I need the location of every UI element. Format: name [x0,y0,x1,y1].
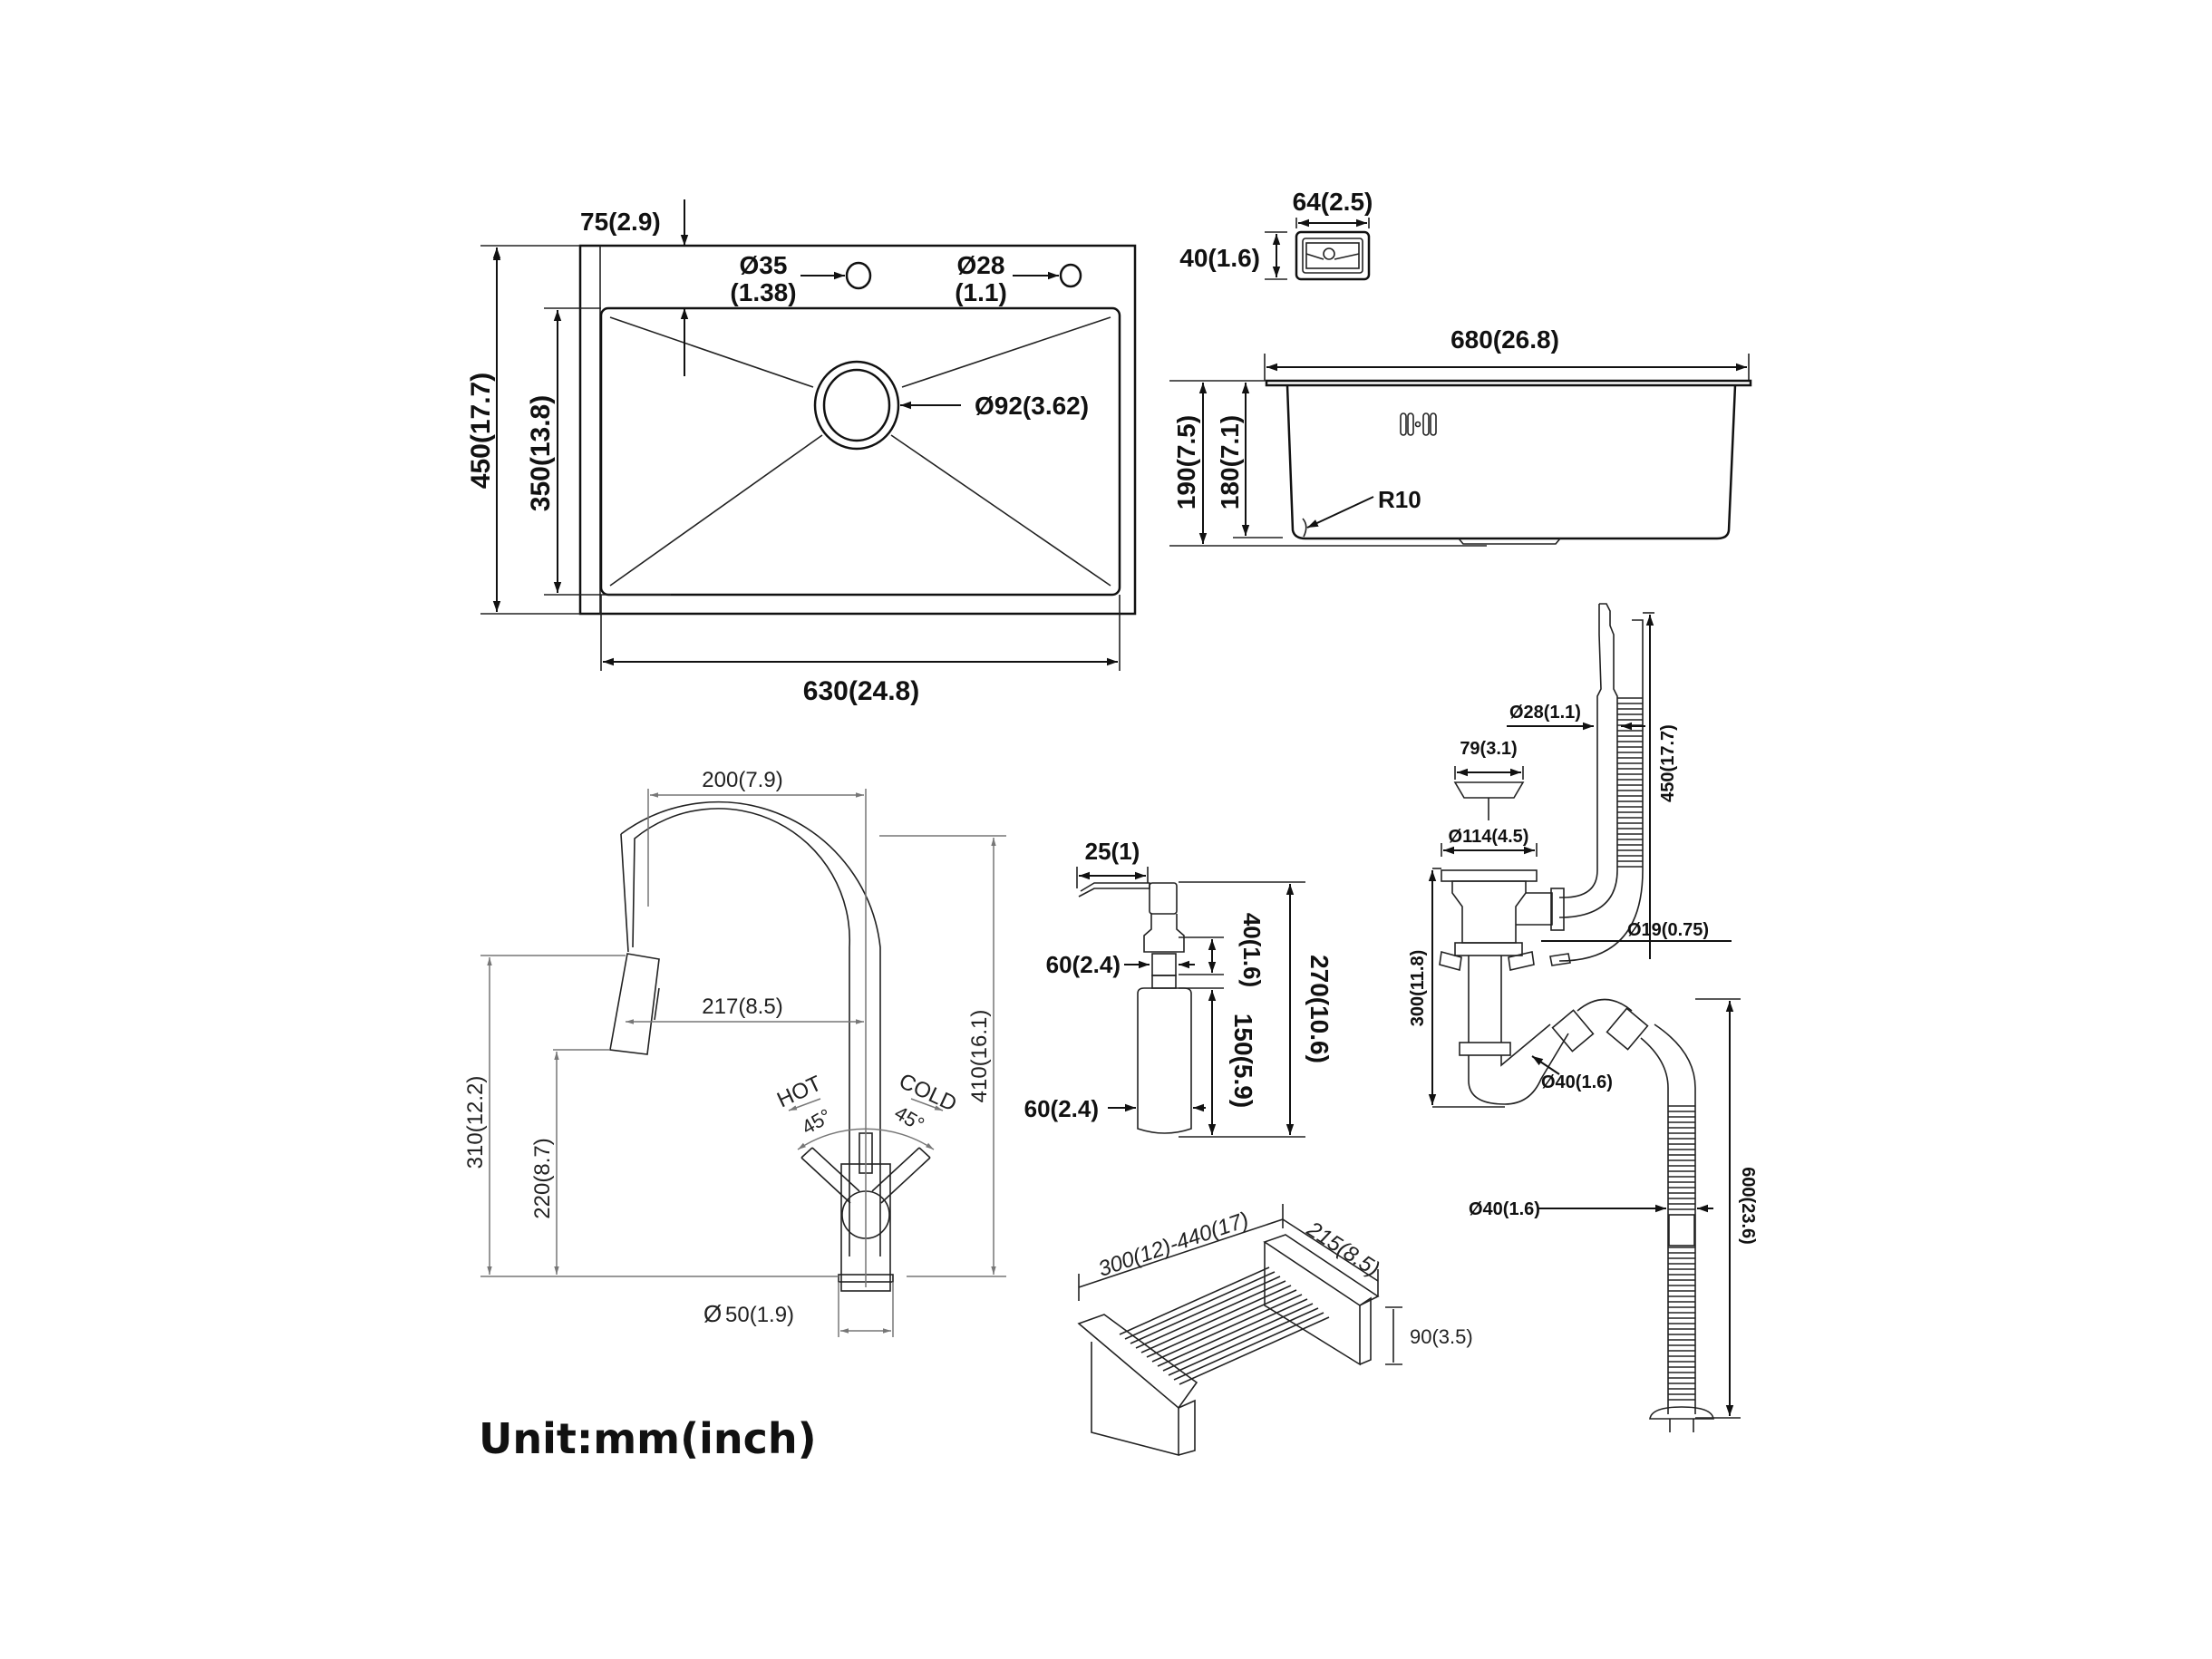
cold-angle-label: 45° [891,1101,928,1136]
basket-rail [1151,1294,1303,1363]
basket-width-label: 215(8.5) [1302,1217,1384,1282]
basket-rail [1135,1280,1286,1349]
faucet-height-label: 410(16.1) [967,1010,992,1103]
basket-rail [1157,1298,1308,1367]
basin-profile [1285,384,1737,540]
side-basin-height-label: 180(7.1) [1216,415,1244,509]
dispenser-height-label: 270(10.6) [1305,955,1334,1063]
drain-kit-drawing: Ø28(1.1) 450(17.7) 79(3.1) Ø114(4.5) Ø19… [1408,603,1758,1432]
faucet-hole-label: Ø35 [740,251,788,279]
dispenser-hole [1059,263,1082,288]
dispenser-hole-label: Ø28 [957,251,1005,279]
dispenser-thread-dia-label: 60(2.4) [1046,951,1121,978]
strainer-dia-label: 79(3.1) [1460,739,1517,759]
basket-height-label: 90(3.5) [1410,1325,1473,1348]
faucet-outlet-height-label: 220(8.7) [530,1138,555,1218]
sink-top-view: 75(2.9) Ø35 (1.38) Ø28 (1.1) Ø92(3.62) 4… [466,199,1137,706]
faucet-spout-height-label: 310(12.2) [463,1076,488,1169]
drain-hose-ribs [1668,1105,1695,1401]
basket-rail [1162,1303,1314,1372]
overflow-width-label: 64(2.5) [1293,188,1373,216]
faucet-reach-label: 200(7.9) [702,768,782,792]
dispenser-hole-label-in: (1.1) [955,278,1007,306]
basket-length-label: 300(12)-440(17) [1095,1208,1252,1282]
hole-offset-label: 75(2.9) [580,208,661,236]
drain-hose-length-label: 600(23.6) [1738,1167,1758,1245]
side-width-label: 680(26.8) [1450,325,1559,354]
dispenser-bottle-dia-label: 60(2.4) [1024,1095,1099,1122]
overflow-slots [1400,412,1437,436]
trap-pipe-dia-label: Ø40(1.6) [1541,1072,1613,1092]
basket-rail [1140,1285,1292,1353]
sink-side-view: 680(26.8) 190(7.5) 180(7.1) R10 [1169,325,1752,547]
faucet-drawing: 200(7.9) 217(8.5) 410(16.1) 310(12.2) 22… [463,768,1006,1337]
basin-width-label: 630(24.8) [803,676,919,706]
side-height-label: 190(7.5) [1172,415,1200,509]
basket-rail [1168,1307,1319,1376]
drying-basket-drawing: 300(12)-440(17) 215(8.5) 90(3.5) [1077,1204,1473,1457]
faucet-hole-label-in: (1.38) [730,278,796,306]
basket-rail [1173,1312,1324,1381]
overflow-hose-ribs [1617,697,1643,868]
overflow-hose-length-label: 450(17.7) [1658,724,1678,802]
faucet-base-dia-symbol: Ø [703,1300,722,1327]
basket-rail [1119,1266,1270,1335]
overflow-height-label: 40(1.6) [1179,244,1260,272]
overflow-cover: 64(2.5) 40(1.6) [1179,188,1373,281]
basket-rail [1130,1276,1281,1344]
drain-hose-dia-label: Ø40(1.6) [1469,1199,1540,1219]
faucet-spout-reach-label: 217(8.5) [702,994,782,1019]
dispenser-spout-label: 25(1) [1085,838,1140,865]
drain-outer-ring [813,360,900,451]
soap-dispenser-drawing: 25(1) 40(1.6) 60(2.4) 150(5.9) 270(10.6)… [1024,838,1334,1138]
dispenser-bottle-height-label: 150(5.9) [1229,1014,1257,1108]
faucet-hole [845,261,872,290]
basket-rail [1179,1316,1330,1385]
sink-outer-outline [578,244,1137,616]
unit-label: Unit:mm(inch) [479,1414,817,1463]
trap-height-label: 300(11.8) [1408,950,1428,1027]
faucet-base-dia-label: 50(1.9) [725,1303,794,1327]
drain-inner-ring [822,368,891,442]
basket-rail [1124,1271,1276,1340]
basket-rail [1146,1289,1297,1358]
dispenser-thread-length-label: 40(1.6) [1238,913,1266,987]
flange-dia-label: Ø114(4.5) [1449,827,1529,847]
corner-radius-label: R10 [1378,486,1421,513]
overall-depth-label: 450(17.7) [466,373,496,489]
overflow-hose-dia-label: Ø28(1.1) [1509,703,1581,723]
sink-basin-outline [599,306,1121,597]
branch-dia-label: Ø19(0.75) [1627,920,1709,940]
drain-dia-label: Ø92(3.62) [975,392,1089,420]
basin-depth-label: 350(13.8) [526,395,556,511]
